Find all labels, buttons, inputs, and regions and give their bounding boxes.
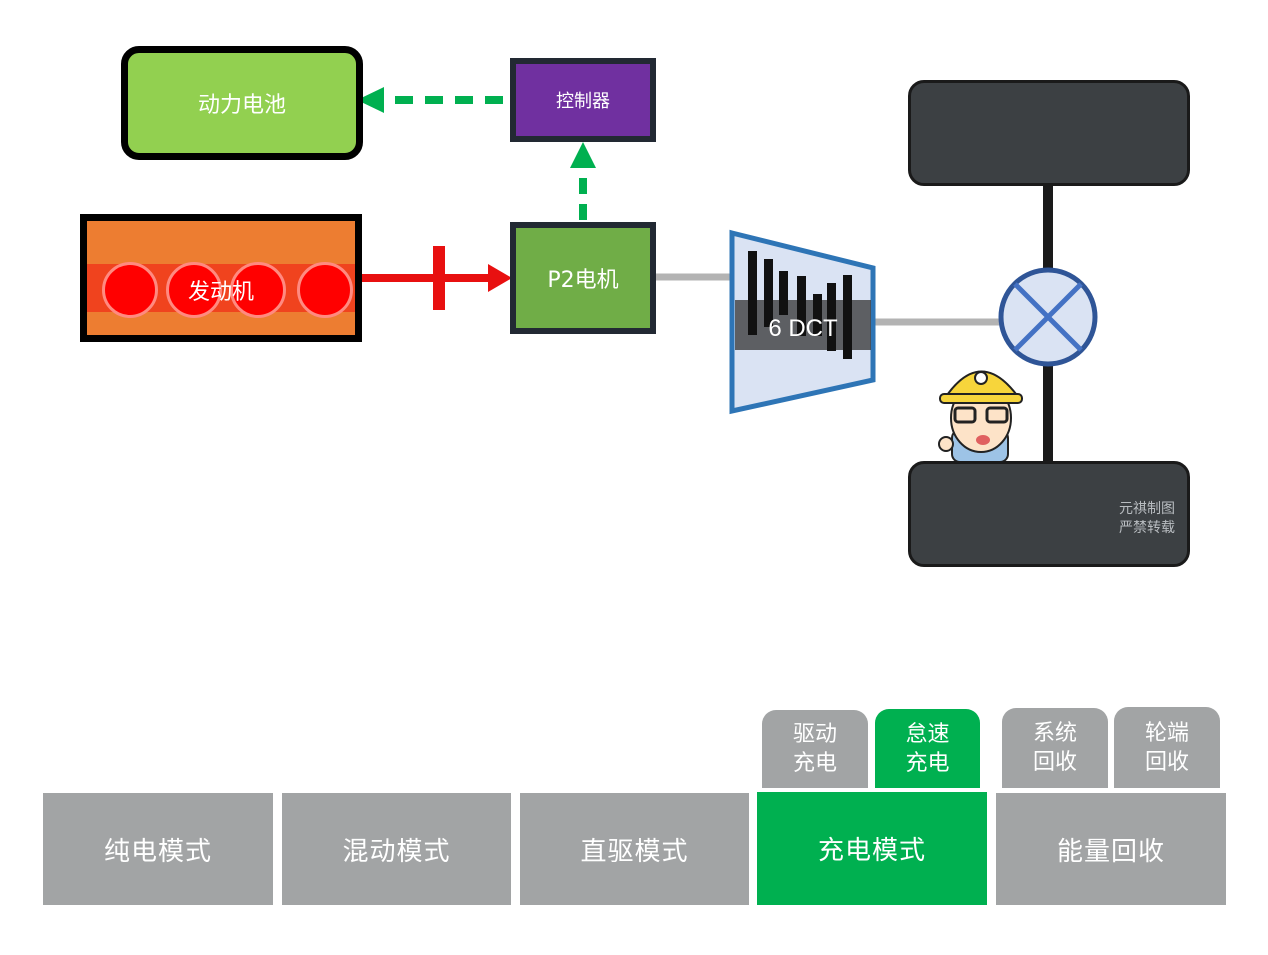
subtab-line1: 驱动 xyxy=(792,722,837,747)
controller-label: 控制器 xyxy=(556,91,610,112)
subtab-wheel-recovery[interactable]: 轮端回收 xyxy=(1114,707,1220,788)
tab-direct-drive[interactable]: 直驱模式 xyxy=(520,793,749,905)
gear-bar xyxy=(748,251,757,335)
watermark-line1: 元祺制图 xyxy=(1119,501,1175,517)
cylinder-icon xyxy=(102,262,158,318)
subtab-line1: 轮端 xyxy=(1144,720,1189,746)
tab-label: 能量回收 xyxy=(1056,836,1165,867)
subtab-line2: 充电 xyxy=(905,750,950,776)
tab-pure-electric[interactable]: 纯电模式 xyxy=(43,793,273,905)
watermark: 元祺制图 严禁转载 xyxy=(1119,500,1175,538)
transmission-label: 6 DCT xyxy=(768,315,838,342)
wheel-bottom: 元祺制图 严禁转载 xyxy=(908,461,1190,567)
p2-motor-box: P2电机 xyxy=(510,222,656,334)
subtab-drive-charging[interactable]: 驱动充电 xyxy=(762,710,868,788)
power-battery-label: 动力电池 xyxy=(197,93,286,118)
tab-label: 充电模式 xyxy=(817,836,926,866)
clutch-disengaged-bar xyxy=(433,246,445,310)
subtab-line1: 怠速 xyxy=(905,721,950,747)
tab-energy-recovery[interactable]: 能量回收 xyxy=(996,793,1226,905)
watermark-line2: 严禁转载 xyxy=(1119,520,1175,536)
subtab-line1: 系统 xyxy=(1032,721,1077,746)
subtab-idle-charging[interactable]: 怠速充电 xyxy=(875,709,980,788)
wheel-top xyxy=(908,80,1190,186)
gear-bar xyxy=(813,294,822,336)
cylinder-icon xyxy=(297,262,353,318)
power-battery-box: 动力电池 xyxy=(121,46,363,160)
engineer-mascot-icon xyxy=(938,370,1023,463)
gear-bars xyxy=(748,251,852,359)
tab-label: 直驱模式 xyxy=(580,836,689,867)
arrow-left-icon xyxy=(357,87,384,113)
engine-label: 发动机 xyxy=(187,280,254,305)
tab-charging[interactable]: 充电模式 xyxy=(757,792,987,905)
gear-bar xyxy=(843,275,852,359)
gear-bar xyxy=(827,283,836,351)
arrow-right-icon xyxy=(488,264,512,292)
tab-label: 混动模式 xyxy=(342,836,451,867)
tab-hybrid[interactable]: 混动模式 xyxy=(282,793,511,905)
cylinder-icon xyxy=(230,262,286,318)
arrow-up-icon xyxy=(570,142,596,168)
p2-motor-label: P2电机 xyxy=(547,268,619,293)
subtab-line2: 回收 xyxy=(1032,750,1077,775)
subtab-line2: 充电 xyxy=(792,751,837,776)
gear-bar xyxy=(764,259,773,327)
differential-cross xyxy=(1013,282,1083,352)
subtab-line2: 回收 xyxy=(1144,749,1189,775)
gear-bar xyxy=(779,271,788,315)
subtab-system-recovery[interactable]: 系统回收 xyxy=(1002,708,1108,788)
controller-box: 控制器 xyxy=(510,58,656,142)
engine-box: 发动机 xyxy=(80,214,362,342)
cylinder-icon xyxy=(166,262,222,318)
tab-label: 纯电模式 xyxy=(103,836,212,867)
gear-bar xyxy=(797,276,806,336)
